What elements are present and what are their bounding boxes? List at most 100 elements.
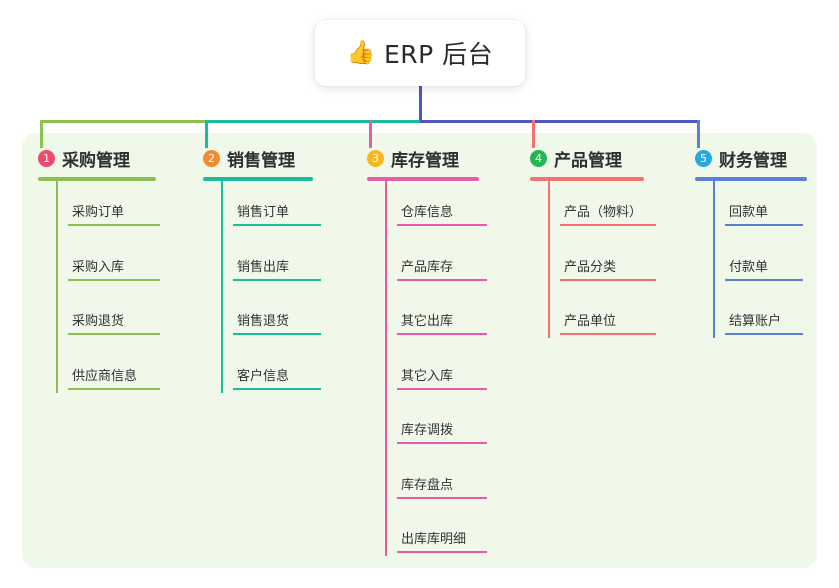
branch-item-label: 其它出库 <box>401 314 454 329</box>
branch-underline <box>695 177 807 181</box>
branch-item[interactable]: 其它出库 <box>397 301 487 335</box>
branch-item-label: 销售出库 <box>237 259 290 275</box>
branch-item-underline <box>560 224 656 226</box>
branch-column-2: 2 销售管理销售订单销售出库销售退货客户信息 <box>203 146 321 393</box>
branch-item[interactable]: 结算账户 <box>725 301 803 335</box>
branch-number-badge: 2 <box>203 149 220 167</box>
bus-segment-blue <box>420 120 700 123</box>
branch-item-label: 库存调拨 <box>401 423 454 438</box>
branch-spine <box>221 181 223 393</box>
branch-item[interactable]: 产品单位 <box>560 301 656 335</box>
branch-column-5: 5 财务管理回款单付款单结算账户 <box>695 146 807 338</box>
branch-item[interactable]: 回款单 <box>725 192 803 226</box>
branch-item[interactable]: 产品库存 <box>397 247 487 281</box>
bus-segment-green <box>40 120 205 123</box>
branch-number-badge: 1 <box>38 149 55 167</box>
branch-item[interactable]: 出库库明细 <box>397 519 487 553</box>
branch-item-label: 采购退货 <box>72 314 125 329</box>
branch-item[interactable]: 仓库信息 <box>397 192 487 226</box>
branch-item-underline <box>233 333 321 335</box>
branch-item-label: 产品库存 <box>401 259 454 275</box>
branch-item[interactable]: 销售订单 <box>233 192 321 226</box>
branch-item-label: 采购入库 <box>72 259 125 275</box>
connector-drop-4 <box>532 120 535 148</box>
branch-title: 财务管理 <box>719 150 787 171</box>
branch-item-label: 产品单位 <box>564 314 617 329</box>
branch-spine <box>713 181 715 338</box>
branch-header-2[interactable]: 2 销售管理 <box>203 146 295 171</box>
branch-item-underline <box>233 224 321 226</box>
branch-item-underline <box>397 496 487 499</box>
branch-item[interactable]: 库存盘点 <box>397 465 487 499</box>
branch-item[interactable]: 销售退货 <box>233 301 321 335</box>
branch-item-underline <box>68 387 160 390</box>
branch-item-label: 结算账户 <box>729 314 782 329</box>
branch-item-label: 其它入库 <box>401 368 454 384</box>
root-trunk-line <box>419 86 422 123</box>
branch-item-underline <box>68 224 160 226</box>
branch-spine <box>548 181 550 338</box>
root-title-card[interactable]: 👍 ERP 后台 <box>315 20 525 86</box>
branch-item-label: 销售订单 <box>237 205 290 220</box>
branch-item-underline <box>68 278 160 281</box>
branch-item-label: 回款单 <box>729 205 769 220</box>
branch-item[interactable]: 供应商信息 <box>68 356 160 390</box>
branch-spine <box>385 181 387 556</box>
branch-item[interactable]: 客户信息 <box>233 356 321 390</box>
branch-item-label: 库存盘点 <box>401 477 454 493</box>
branch-item-label: 付款单 <box>729 259 769 275</box>
branch-item-label: 产品（物料） <box>564 205 643 220</box>
branch-item-label: 供应商信息 <box>72 368 138 384</box>
branch-item-underline <box>233 278 321 281</box>
branch-item[interactable]: 产品（物料） <box>560 192 656 226</box>
branch-column-3: 3 库存管理仓库信息产品库存其它出库其它入库库存调拨库存盘点出库库明细 <box>367 146 487 556</box>
branch-title: 采购管理 <box>62 150 130 171</box>
branch-item-underline <box>725 278 803 281</box>
branch-item-underline <box>397 333 487 335</box>
branch-item-label: 产品分类 <box>564 259 617 275</box>
branch-item-underline <box>725 333 803 335</box>
branch-item-underline <box>397 224 487 226</box>
branch-item-underline <box>725 224 803 226</box>
branch-item-underline <box>397 442 487 444</box>
branch-number-badge: 3 <box>367 149 384 167</box>
branch-item-underline <box>68 333 160 335</box>
branch-number-badge: 5 <box>695 149 712 167</box>
branch-item[interactable]: 采购退货 <box>68 301 160 335</box>
branch-spine <box>56 181 58 393</box>
thumbs-up-icon: 👍 <box>346 39 376 66</box>
branch-underline <box>530 177 644 181</box>
branch-item-underline <box>560 278 656 281</box>
branch-number-badge: 4 <box>530 149 547 167</box>
connector-drop-2 <box>205 120 208 148</box>
branch-item[interactable]: 其它入库 <box>397 356 487 390</box>
branch-item-underline <box>397 387 487 390</box>
branch-header-1[interactable]: 1 采购管理 <box>38 146 130 171</box>
branches-panel <box>22 133 817 568</box>
bus-segment-teal <box>205 120 420 123</box>
branch-item-label: 采购订单 <box>72 205 125 220</box>
connector-drop-1 <box>40 120 43 148</box>
branch-item[interactable]: 销售出库 <box>233 247 321 281</box>
branch-item-underline <box>560 333 656 335</box>
branch-title: 销售管理 <box>227 150 295 171</box>
branch-item-underline <box>397 551 487 553</box>
branch-item-label: 客户信息 <box>237 368 290 384</box>
branch-item[interactable]: 产品分类 <box>560 247 656 281</box>
branch-header-3[interactable]: 3 库存管理 <box>367 146 459 171</box>
root-title: 👍 ERP 后台 <box>347 35 493 71</box>
branch-item[interactable]: 库存调拨 <box>397 410 487 444</box>
branch-item[interactable]: 采购入库 <box>68 247 160 281</box>
branch-item[interactable]: 采购订单 <box>68 192 160 226</box>
branch-item-label: 仓库信息 <box>401 205 454 220</box>
branch-column-1: 1 采购管理采购订单采购入库采购退货供应商信息 <box>38 146 160 393</box>
branch-item[interactable]: 付款单 <box>725 247 803 281</box>
connector-drop-5 <box>697 120 700 148</box>
branch-item-label: 出库库明细 <box>401 532 467 547</box>
connector-drop-3 <box>369 120 372 148</box>
branch-title: 库存管理 <box>391 150 459 171</box>
branch-header-5[interactable]: 5 财务管理 <box>695 146 787 171</box>
